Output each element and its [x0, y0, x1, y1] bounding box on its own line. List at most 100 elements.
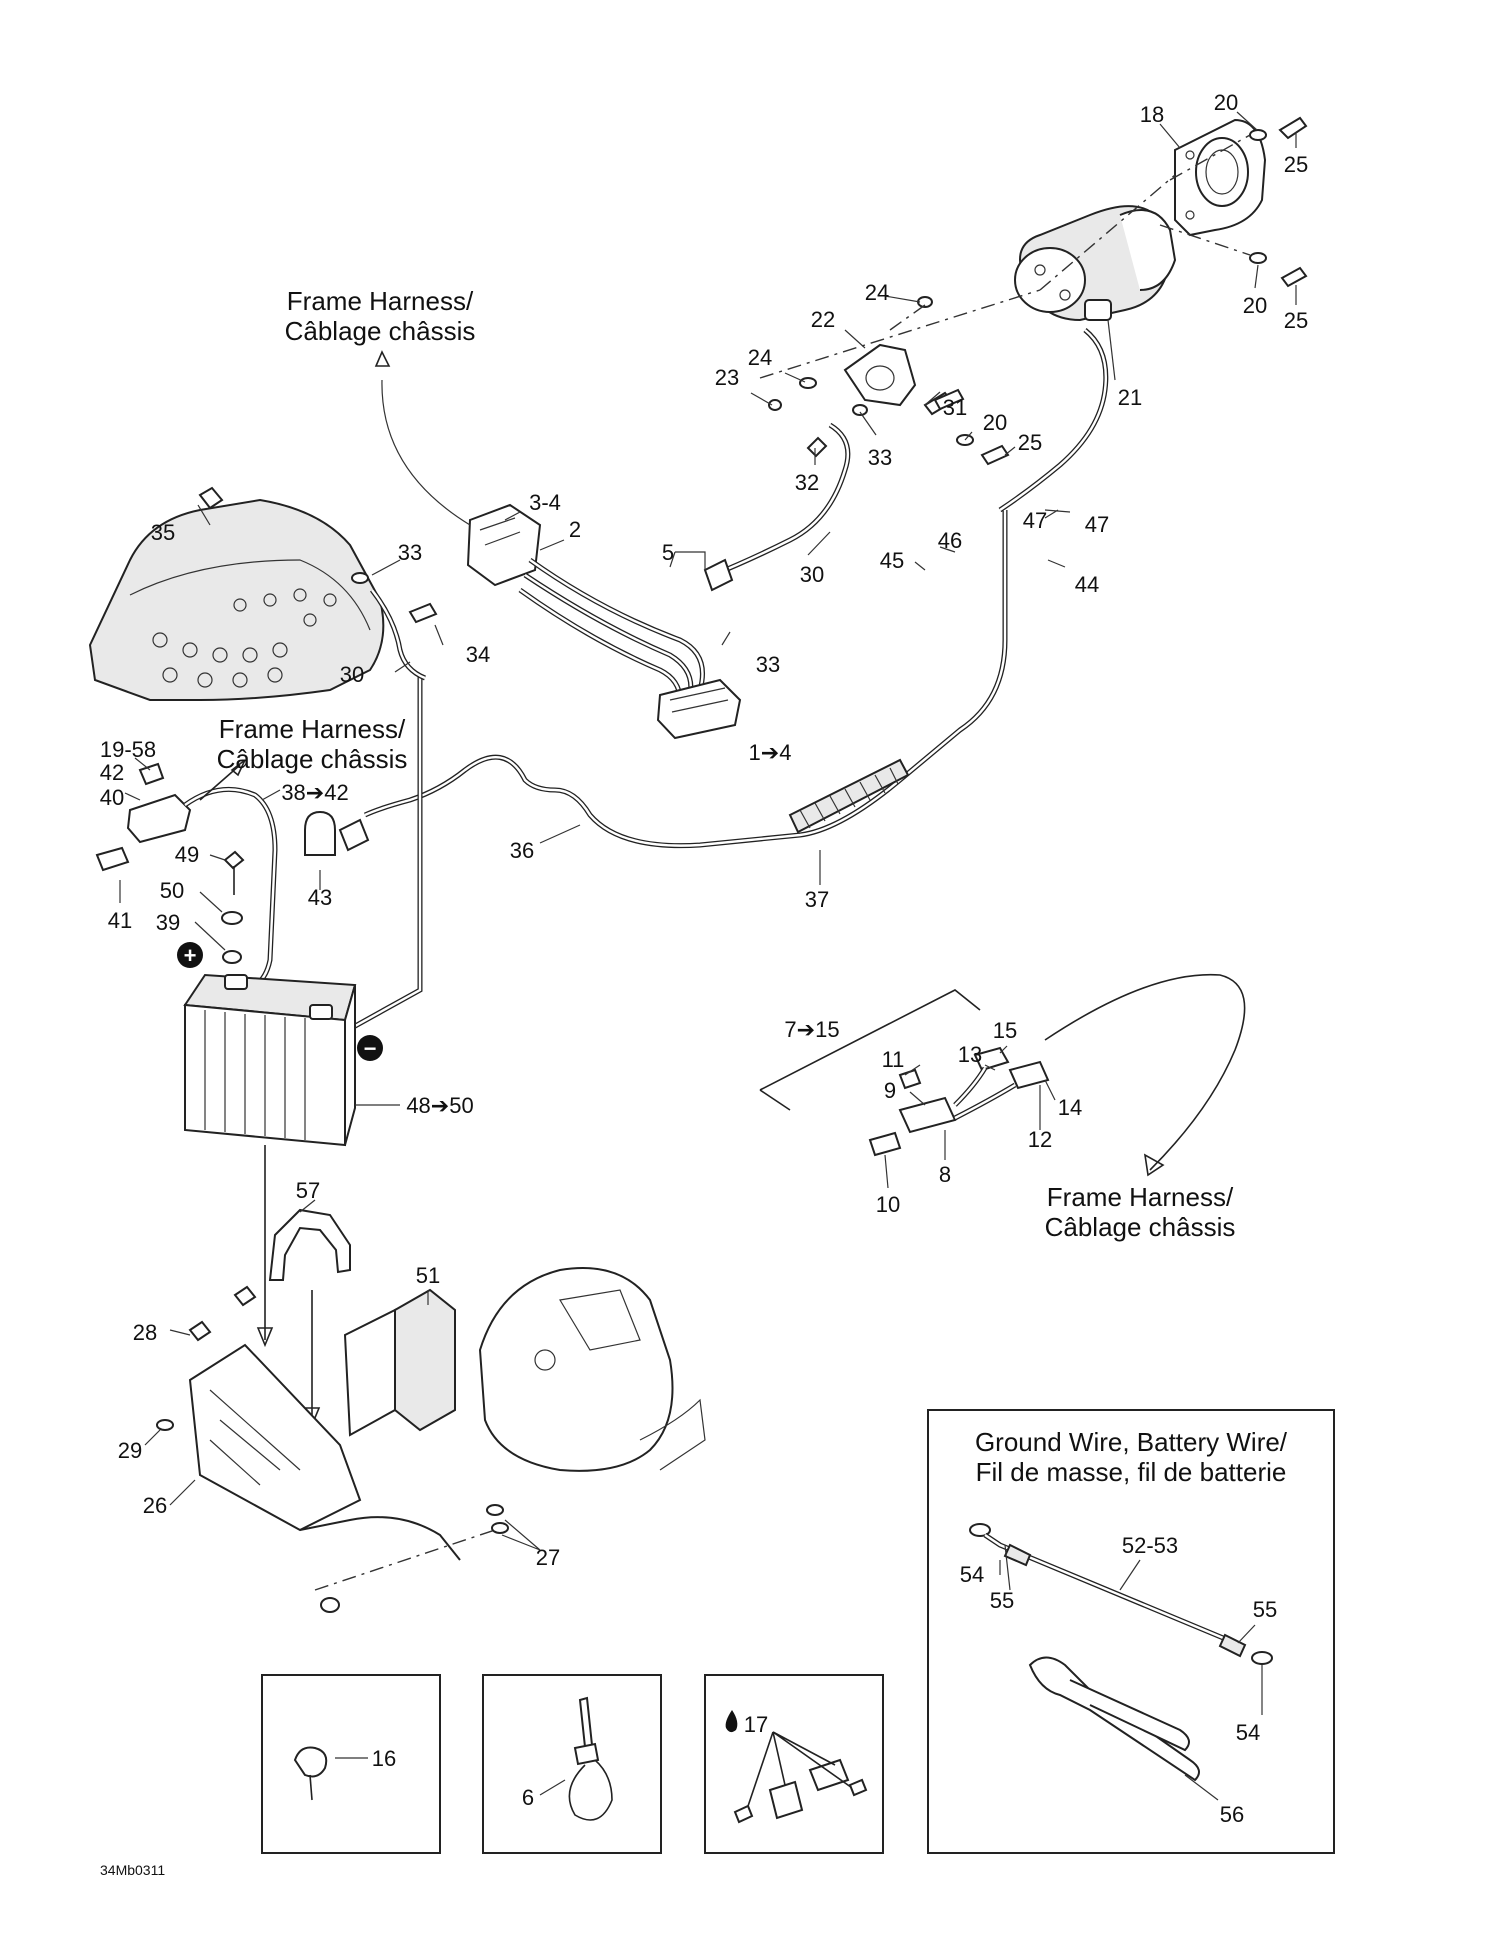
callout-8: 8 [939, 1162, 951, 1187]
ground-wire-title: Ground Wire, Battery Wire/ Fil de masse,… [975, 1427, 1288, 1487]
callout-32: 32 [795, 470, 819, 495]
callout-45: 45 [880, 548, 904, 573]
callout-49: 49 [175, 842, 199, 867]
callout-10: 10 [876, 1192, 900, 1217]
battery [183, 973, 357, 1147]
frame-harness-right-fr: Câblage châssis [1045, 1212, 1236, 1242]
callout-20c: 20 [983, 410, 1007, 435]
callout-33b: 33 [756, 652, 780, 677]
callout-24b: 24 [748, 345, 772, 370]
callout-42: 42 [100, 760, 124, 785]
callout-3-4: 3-4 [529, 490, 561, 515]
battery-bolt-washer [221, 850, 245, 964]
exhaust-heat-shield [88, 498, 385, 701]
callout-48-50: 48➔50 [406, 1093, 473, 1118]
callout-35: 35 [151, 520, 175, 545]
callout-34: 34 [466, 642, 490, 667]
callout-52-53: 52-53 [1122, 1533, 1178, 1558]
callout-25c: 25 [1018, 430, 1042, 455]
leader-lines [119, 111, 1297, 1801]
callout-41: 41 [108, 908, 132, 933]
callout-numbers: 20 25 18 24 22 20 25 21 24 23 31 20 25 3… [100, 90, 1308, 1827]
callout-25a: 25 [1284, 152, 1308, 177]
inset-box-screw [261, 1674, 441, 1854]
ground-wire-inset [927, 1409, 1335, 1854]
callout-25b: 25 [1284, 308, 1308, 333]
callout-36: 36 [510, 838, 534, 863]
frame-harness-label-right: Frame Harness/ Câblage châssis [1045, 1182, 1236, 1242]
frame-harness-top-fr: Câblage châssis [285, 316, 476, 346]
frame-harness-label-top: Frame Harness/ Câblage châssis [285, 286, 476, 346]
callout-37: 37 [805, 887, 829, 912]
cable-30-left [351, 572, 438, 681]
callout-12: 12 [1028, 1127, 1052, 1152]
ground-wire-title-en: Ground Wire, Battery Wire/ [975, 1427, 1288, 1457]
callout-16: 16 [372, 1746, 396, 1771]
callout-29: 29 [118, 1438, 142, 1463]
starter-hardware [768, 116, 1308, 466]
starter-mounting-bracket [1174, 118, 1267, 237]
terminal-cap [304, 810, 336, 856]
protective-sleeve [788, 758, 910, 834]
callout-47a: 47 [1023, 508, 1047, 533]
callout-47b: 47 [1085, 512, 1109, 537]
callout-51: 51 [416, 1263, 440, 1288]
fuse-holder [95, 762, 192, 872]
callout-20b: 20 [1243, 293, 1267, 318]
electric-starter [1014, 205, 1177, 322]
battery-strap [268, 1208, 351, 1281]
callout-28: 28 [133, 1320, 157, 1345]
callout-55b: 55 [1253, 1597, 1277, 1622]
callout-11: 11 [882, 1047, 905, 1072]
voltage-regulator [656, 678, 742, 740]
callout-1-4: 1➔4 [749, 740, 792, 765]
callout-26: 26 [143, 1493, 167, 1518]
callout-55a: 55 [990, 1588, 1014, 1613]
inset-box-cable-tie [482, 1674, 662, 1854]
negative-sign: − [364, 1036, 377, 1061]
frame-harness-mid-en: Frame Harness/ [219, 714, 406, 744]
callout-20a: 20 [1214, 90, 1238, 115]
callout-30b: 30 [340, 662, 364, 687]
screw-16 [293, 1746, 328, 1801]
crimping-tool [1028, 1656, 1200, 1782]
callout-54b: 54 [1236, 1720, 1260, 1745]
callout-40: 40 [100, 785, 124, 810]
frame-harness-top-en: Frame Harness/ [287, 286, 474, 316]
callout-54a: 54 [960, 1562, 984, 1587]
callout-13: 13 [958, 1042, 982, 1067]
battery-holder [188, 1343, 461, 1561]
callout-7-15: 7➔15 [784, 1017, 839, 1042]
negative-terminal-symbol: − [357, 1035, 383, 1061]
harness-wires [518, 557, 705, 701]
figure-code: 34Mb0311 [100, 1862, 165, 1878]
starter-plate [843, 343, 917, 407]
callout-5: 5 [662, 540, 674, 565]
inset-box-connectors [704, 1674, 884, 1854]
battery-cover [343, 1288, 456, 1437]
callout-2: 2 [569, 517, 581, 542]
harness-connector-3-4 [466, 503, 542, 587]
callout-21: 21 [1118, 385, 1142, 410]
callout-46: 46 [938, 528, 962, 553]
callout-50: 50 [160, 878, 184, 903]
callout-57: 57 [296, 1178, 320, 1203]
ground-battery-wire [969, 1523, 1273, 1665]
callout-31: 31 [943, 395, 967, 420]
callout-56: 56 [1220, 1802, 1244, 1827]
positive-terminal-symbol: + [177, 942, 203, 968]
callout-27: 27 [536, 1545, 560, 1570]
callout-33a: 33 [868, 445, 892, 470]
callout-44: 44 [1075, 572, 1099, 597]
callout-24a: 24 [865, 280, 889, 305]
callout-39: 39 [156, 910, 180, 935]
callout-18: 18 [1140, 102, 1164, 127]
frame-harness-mid-fr: Câblage châssis [217, 744, 408, 774]
callout-23: 23 [715, 365, 739, 390]
frame-harness-right-en: Frame Harness/ [1047, 1182, 1234, 1212]
callout-33c: 33 [398, 540, 422, 565]
callout-9: 9 [884, 1078, 896, 1103]
fuse-holder-right [868, 1046, 1050, 1157]
callout-6: 6 [522, 1785, 534, 1810]
callout-38-42: 38➔42 [281, 780, 348, 805]
